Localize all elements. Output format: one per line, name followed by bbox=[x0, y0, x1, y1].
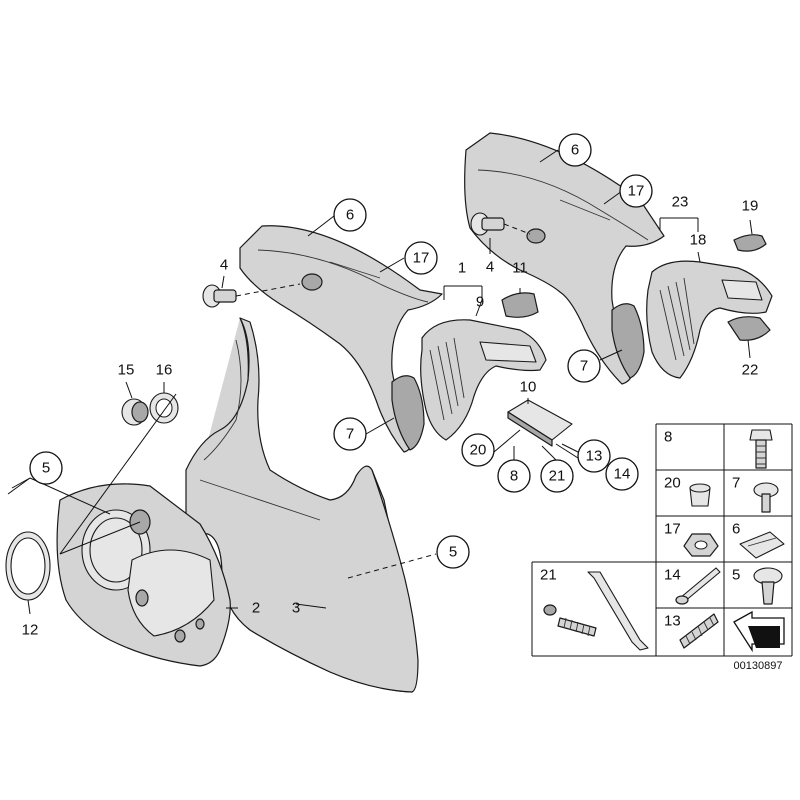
arrow-icon bbox=[733, 610, 785, 653]
callout-20[interactable]: 20 bbox=[461, 433, 495, 467]
svg-text:21: 21 bbox=[549, 468, 566, 485]
callout-17-right[interactable]: 17 bbox=[619, 174, 653, 208]
callout-7-right[interactable]: 7 bbox=[567, 349, 601, 383]
inset-cell-20[interactable]: 20 bbox=[664, 475, 711, 507]
svg-text:5: 5 bbox=[449, 544, 457, 561]
svg-text:12: 12 bbox=[22, 622, 39, 639]
svg-text:9: 9 bbox=[476, 294, 484, 311]
callout-14[interactable]: 14 bbox=[605, 457, 639, 491]
svg-text:21: 21 bbox=[540, 567, 557, 584]
callout-17-left[interactable]: 17 bbox=[404, 241, 438, 275]
svg-text:7: 7 bbox=[580, 358, 588, 375]
svg-text:20: 20 bbox=[664, 475, 681, 492]
diagram-reference-code: 00130897 bbox=[734, 660, 783, 672]
callout-21[interactable]: 21 bbox=[540, 459, 574, 493]
inset-cell-7[interactable]: 7 bbox=[732, 475, 779, 513]
ring-12[interactable] bbox=[5, 531, 51, 601]
svg-text:8: 8 bbox=[664, 429, 672, 446]
svg-text:22: 22 bbox=[742, 362, 759, 379]
svg-text:13: 13 bbox=[664, 613, 681, 630]
svg-text:7: 7 bbox=[732, 475, 740, 492]
callout-13[interactable]: 13 bbox=[577, 439, 611, 473]
svg-text:14: 14 bbox=[664, 567, 681, 584]
plate-10[interactable] bbox=[507, 399, 573, 447]
svg-text:5: 5 bbox=[42, 460, 50, 477]
screw-4-right[interactable] bbox=[470, 212, 505, 236]
cap-22[interactable] bbox=[727, 316, 771, 341]
svg-text:11: 11 bbox=[512, 260, 528, 277]
inset-cell-14[interactable]: 14 bbox=[664, 567, 721, 605]
plug-15[interactable] bbox=[121, 398, 149, 426]
svg-text:18: 18 bbox=[690, 232, 707, 249]
callout-8[interactable]: 8 bbox=[497, 459, 531, 493]
svg-text:17: 17 bbox=[664, 521, 681, 538]
svg-text:19: 19 bbox=[742, 198, 759, 215]
svg-text:6: 6 bbox=[571, 142, 579, 159]
front-panel-2[interactable] bbox=[56, 483, 231, 667]
inset-cell-6[interactable]: 6 bbox=[732, 521, 785, 559]
inset-cell-21[interactable]: 21 bbox=[540, 567, 649, 651]
inset-cell-8[interactable]: 8 bbox=[664, 429, 773, 469]
inset-cell-17[interactable]: 17 bbox=[664, 521, 719, 557]
svg-text:15: 15 bbox=[118, 362, 135, 379]
parts-inset-grid bbox=[531, 423, 793, 657]
callout-7-left[interactable]: 7 bbox=[333, 417, 367, 451]
plain-callouts: 4 4 1 9 11 23 18 19 22 10 15 16 2 3 12 bbox=[22, 194, 759, 639]
svg-text:6: 6 bbox=[346, 207, 354, 224]
screw-4-left[interactable] bbox=[202, 284, 237, 308]
svg-text:14: 14 bbox=[614, 466, 631, 483]
side-panel-3[interactable] bbox=[185, 317, 419, 693]
svg-text:17: 17 bbox=[628, 183, 645, 200]
svg-text:5: 5 bbox=[732, 567, 740, 584]
svg-text:4: 4 bbox=[486, 259, 494, 276]
callout-6-left[interactable]: 6 bbox=[333, 198, 367, 232]
callout-6-right[interactable]: 6 bbox=[558, 133, 592, 167]
svg-text:20: 20 bbox=[470, 442, 487, 459]
trim-7-left[interactable] bbox=[391, 375, 425, 451]
callout-5-left[interactable]: 5 bbox=[29, 451, 63, 485]
cap-19[interactable] bbox=[733, 234, 767, 252]
svg-text:7: 7 bbox=[346, 426, 354, 443]
svg-text:4: 4 bbox=[220, 257, 228, 274]
bracket-right[interactable] bbox=[646, 260, 773, 379]
svg-text:1: 1 bbox=[458, 260, 466, 277]
svg-text:3: 3 bbox=[292, 600, 300, 617]
bracket-left[interactable] bbox=[420, 319, 547, 441]
svg-text:2: 2 bbox=[252, 600, 260, 617]
cap-11[interactable] bbox=[501, 292, 539, 318]
inset-cell-5[interactable]: 5 bbox=[732, 567, 783, 605]
svg-text:23: 23 bbox=[672, 194, 689, 211]
svg-text:8: 8 bbox=[510, 468, 518, 485]
svg-text:10: 10 bbox=[520, 379, 537, 396]
inset-cell-13[interactable]: 13 bbox=[664, 613, 719, 649]
svg-text:16: 16 bbox=[156, 362, 173, 379]
svg-text:13: 13 bbox=[586, 448, 603, 465]
callout-5-right[interactable]: 5 bbox=[436, 535, 470, 569]
svg-text:17: 17 bbox=[413, 250, 430, 267]
trim-7-right[interactable] bbox=[611, 303, 645, 379]
svg-text:6: 6 bbox=[732, 521, 740, 538]
